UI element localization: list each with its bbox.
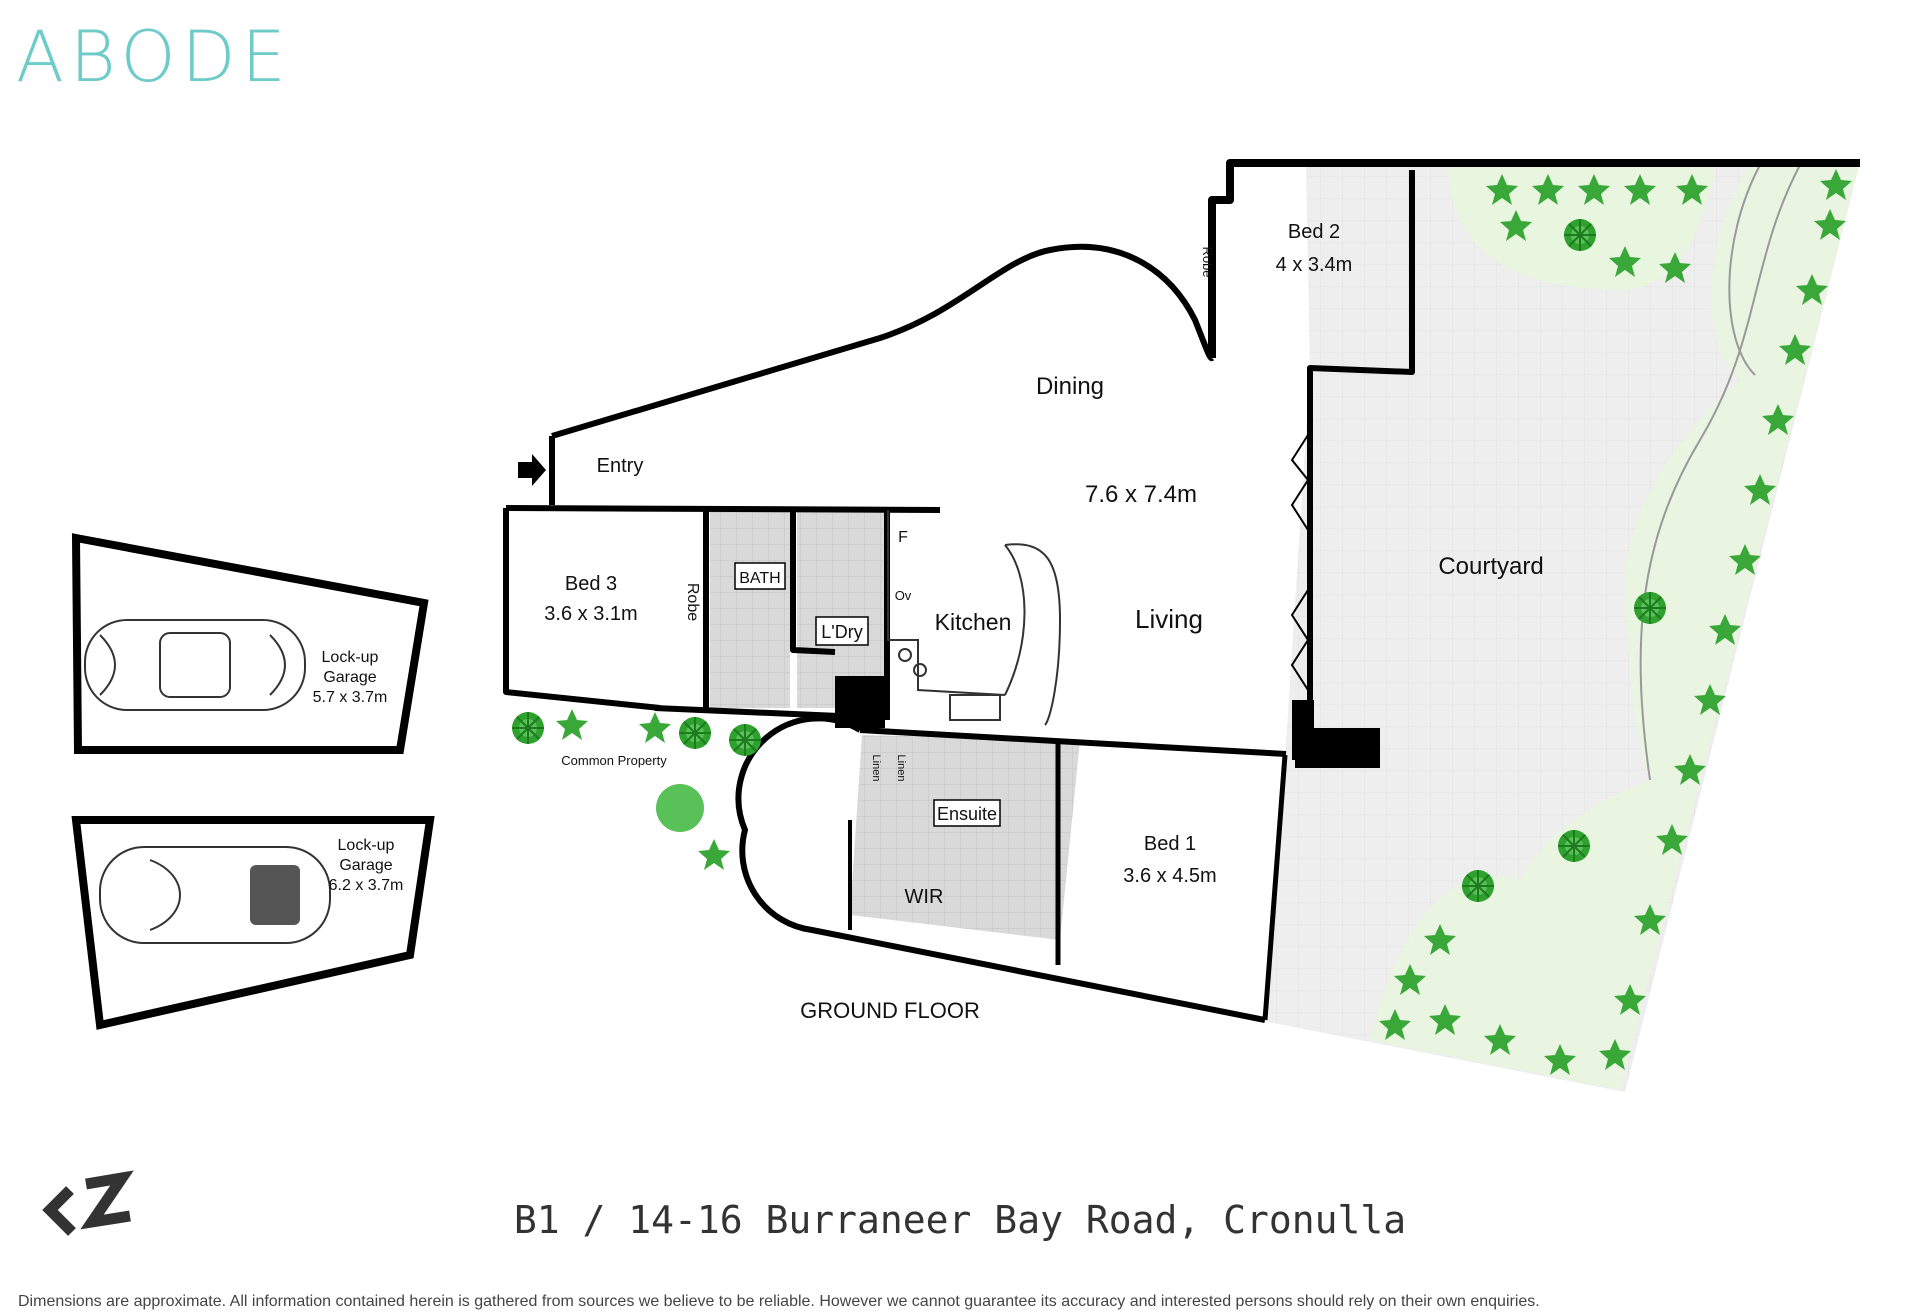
column-2	[1292, 700, 1314, 760]
courtyard-label: Courtyard	[1438, 553, 1543, 580]
bath-label: BATH	[739, 570, 780, 587]
bed2-name: Bed 2	[1288, 221, 1340, 243]
garage-2-size: 6.2 x 3.7m	[329, 877, 404, 894]
garage-1: Lock-up Garage 5.7 x 3.7m	[71, 533, 429, 754]
bed3-robe-label: Robe	[684, 583, 701, 621]
oven-label: Ov	[895, 588, 912, 603]
ensuite-label: Ensuite	[937, 804, 997, 824]
entry-arrow-icon	[518, 454, 546, 486]
linen-label-2: Linen	[895, 755, 907, 782]
garage-1-size: 5.7 x 3.7m	[313, 689, 388, 706]
service-block	[835, 676, 885, 728]
bed3-size: 3.6 x 3.1m	[544, 603, 637, 625]
bed2-size: 4 x 3.4m	[1276, 254, 1353, 276]
garage-2-type: Garage	[339, 857, 392, 874]
brand-name: ABODE	[16, 16, 292, 98]
agency-logo-icon	[42, 1170, 134, 1236]
bed2-robe-label: Robe	[1200, 246, 1215, 277]
brand-logo: ABODE	[16, 16, 292, 98]
car-icon	[99, 846, 331, 944]
entry-label: Entry	[597, 455, 644, 477]
kitchen-benches	[887, 510, 1062, 726]
living-label: Living	[1135, 604, 1203, 634]
property-address: B1 / 14-16 Burraneer Bay Road, Cronulla	[513, 1198, 1407, 1242]
wet-areas	[683, 508, 1080, 940]
disclaimer: Dimensions are approximate. All informat…	[18, 1293, 1540, 1310]
bed3-name: Bed 3	[565, 573, 617, 595]
common-property-label: Common Property	[561, 753, 667, 768]
fridge-label: F	[898, 529, 908, 546]
garage-2-name: Lock-up	[338, 837, 395, 854]
car-icon	[84, 619, 306, 711]
linen-label-1: Linen	[870, 755, 882, 782]
wir-label: WIR	[905, 886, 944, 908]
room-labels: Bed 2 4 x 3.4m Dining 7.6 x 7.4m Living …	[544, 221, 1543, 1023]
courtyard-area	[1268, 162, 1860, 1092]
bed1-size: 3.6 x 4.5m	[1123, 865, 1216, 887]
garage-1-type: Garage	[323, 669, 376, 686]
garage-2: Lock-up Garage 6.2 x 3.7m	[71, 816, 435, 1030]
plants	[511, 169, 1852, 1075]
floor-title: GROUND FLOOR	[800, 998, 980, 1023]
living-size: 7.6 x 7.4m	[1085, 481, 1197, 508]
garage-1-name: Lock-up	[322, 649, 379, 666]
dining-label: Dining	[1036, 373, 1104, 400]
bed1-name: Bed 1	[1144, 833, 1196, 855]
laundry-label: L'Dry	[821, 622, 862, 642]
kitchen-label: Kitchen	[935, 609, 1012, 635]
bifold-doors	[1290, 434, 1310, 691]
